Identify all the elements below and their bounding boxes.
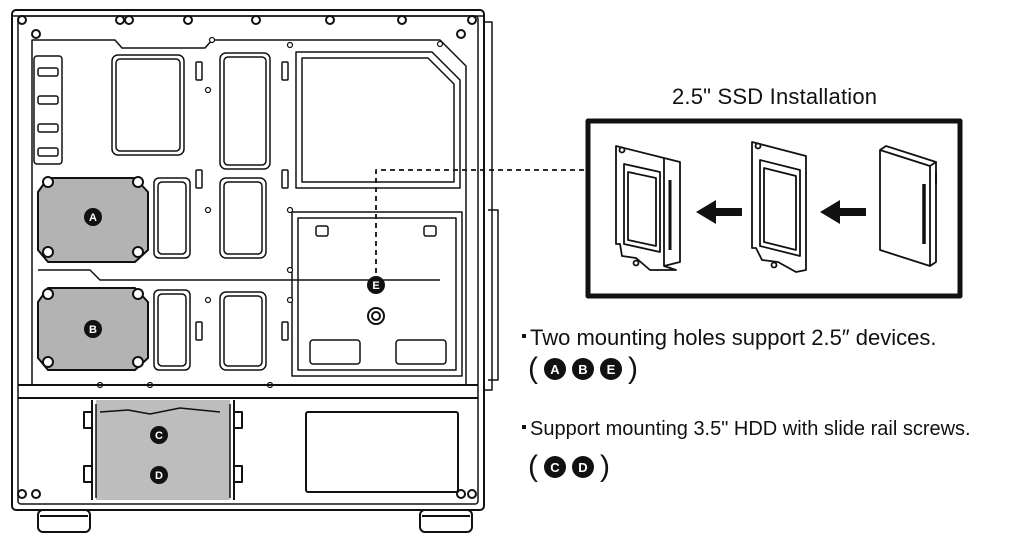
- note-badge: D: [572, 456, 594, 478]
- svg-text:D: D: [155, 470, 163, 482]
- paren-open: (: [528, 450, 538, 483]
- mount-hole-e-screw: [367, 307, 385, 325]
- ssd-install-panel: [585, 118, 963, 299]
- svg-text:B: B: [89, 324, 97, 336]
- arrow-left-icon: [820, 200, 866, 224]
- paren-close: ): [628, 352, 638, 385]
- ssd-installation-title: 2.5" SSD Installation: [672, 84, 878, 109]
- note-text: Support mounting 3.5" HDD with slide rai…: [530, 418, 971, 440]
- bullet: [522, 334, 526, 339]
- badge-a: A: [84, 208, 102, 226]
- note-text: Two mounting holes support 2.5″ devices.: [530, 325, 937, 350]
- paren-close: ): [600, 450, 610, 483]
- note-badge: A: [544, 358, 566, 380]
- tray-cutouts: [38, 51, 463, 377]
- svg-text:C: C: [155, 430, 163, 442]
- psu-shroud: [18, 384, 478, 493]
- badge-d: D: [150, 466, 168, 484]
- bullet: [522, 424, 526, 429]
- ssd-drive: [879, 145, 937, 267]
- badge-c: C: [150, 426, 168, 444]
- bracket-with-ssd: [615, 145, 681, 271]
- note-badges-1: ( A B E ): [528, 352, 638, 386]
- standoffs: [96, 36, 444, 389]
- badge-e: E: [367, 276, 385, 294]
- arrow-left-icon: [696, 200, 742, 224]
- note-badge: C: [544, 456, 566, 478]
- paren-open: (: [528, 352, 538, 385]
- svg-text:E: E: [372, 280, 379, 292]
- note-badges-2: ( C D ): [528, 450, 610, 484]
- svg-text:A: A: [89, 212, 97, 224]
- callout-line: [375, 169, 588, 282]
- badge-b: B: [84, 320, 102, 338]
- top-screws: [17, 15, 477, 499]
- ssd-mount-plate-b: [37, 287, 149, 371]
- note-badge: B: [572, 358, 594, 380]
- note-mounting-holes: Two mounting holes support 2.5″ devices.: [522, 325, 936, 351]
- note-hdd-mounting: Support mounting 3.5" HDD with slide rai…: [522, 418, 971, 441]
- empty-bracket: [751, 141, 807, 273]
- hdd-cage: [83, 400, 243, 500]
- vent-slots: [33, 55, 63, 165]
- note-badge: E: [600, 358, 622, 380]
- pc-case-outline: [11, 9, 499, 533]
